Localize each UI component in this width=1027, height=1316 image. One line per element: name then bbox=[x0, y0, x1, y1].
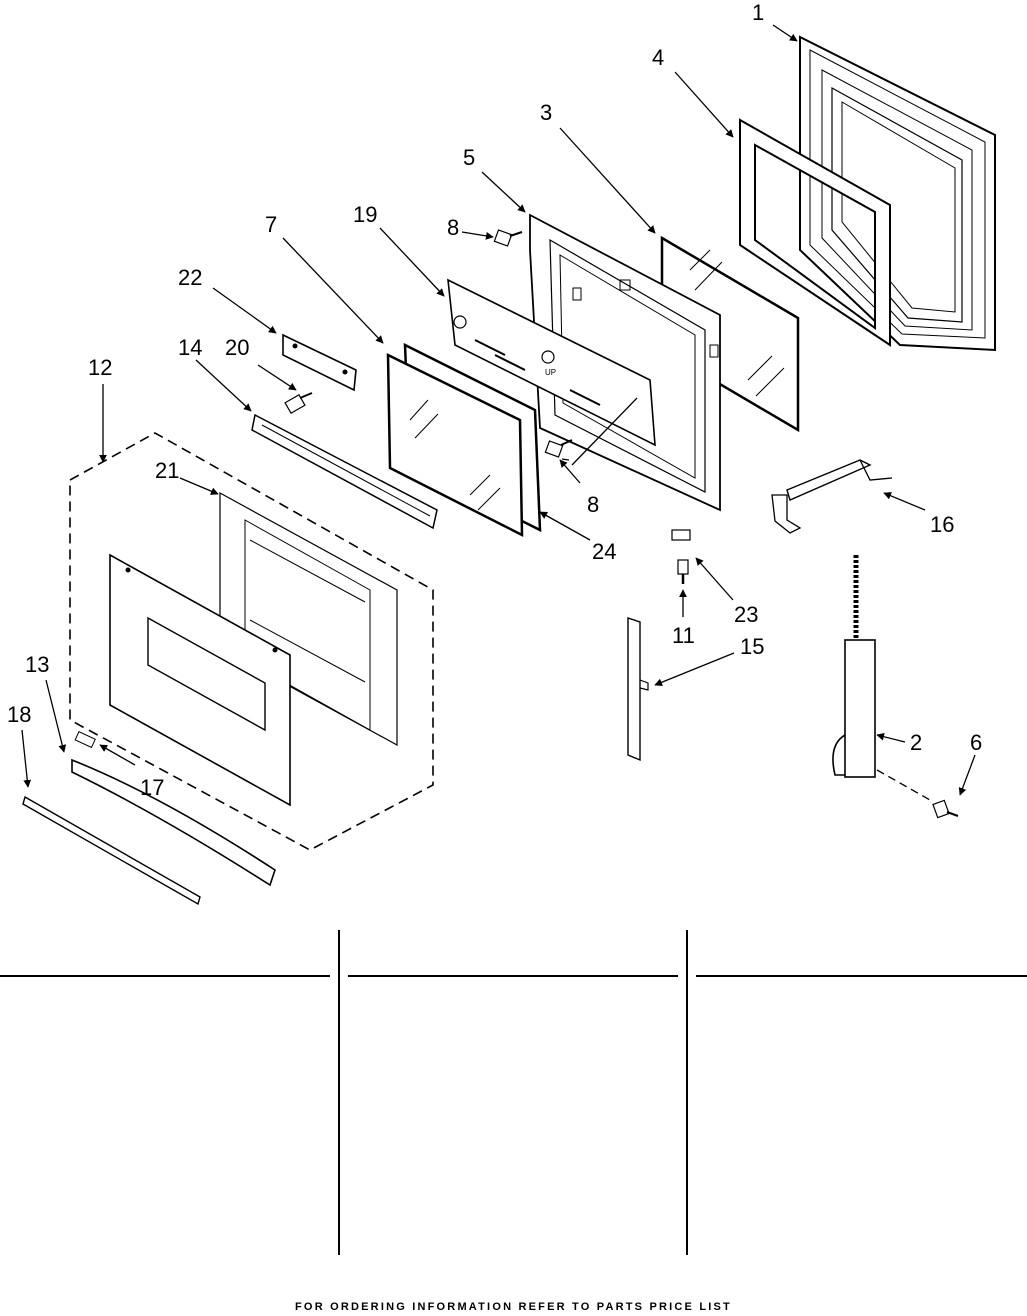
part-17-label bbox=[74, 731, 96, 749]
part-20-screw bbox=[284, 392, 313, 415]
callout-24: 24 bbox=[592, 539, 616, 564]
part-6-screw bbox=[932, 799, 959, 819]
part-13-handle bbox=[71, 758, 276, 887]
callout-3: 3 bbox=[540, 100, 552, 125]
callout-12: 12 bbox=[88, 355, 112, 380]
callout-8-lower: 8 bbox=[587, 492, 599, 517]
part-8-screw-upper bbox=[493, 229, 523, 247]
callout-5: 5 bbox=[463, 145, 475, 170]
outer-door-panel bbox=[109, 553, 291, 807]
up-stamp: UP bbox=[545, 368, 556, 377]
part-22-bracket bbox=[282, 333, 357, 392]
callout-15: 15 bbox=[740, 634, 764, 659]
callout-19: 19 bbox=[353, 202, 377, 227]
callout-11: 11 bbox=[672, 623, 695, 648]
callout-20: 20 bbox=[225, 335, 249, 360]
callout-16: 16 bbox=[930, 512, 954, 537]
callout-6: 6 bbox=[970, 730, 982, 755]
callout-18: 18 bbox=[7, 702, 31, 727]
callout-21: 21 bbox=[155, 458, 179, 483]
callout-22: 22 bbox=[178, 265, 202, 290]
ordering-info-footer: FOR ORDERING INFORMATION REFER TO PARTS … bbox=[295, 1301, 732, 1313]
part-19-heat-shield: UP bbox=[447, 278, 656, 447]
part-7-glass-pack bbox=[386, 342, 542, 538]
callout-14: 14 bbox=[178, 335, 202, 360]
part-23-clip bbox=[671, 529, 691, 541]
callout-7: 7 bbox=[265, 212, 277, 237]
parts-table-grid bbox=[0, 930, 1027, 1255]
part-18-trim-strip bbox=[22, 795, 201, 906]
part-16-bracket bbox=[771, 459, 893, 534]
part-2-hinge bbox=[832, 555, 876, 778]
leader-lines bbox=[21, 24, 976, 801]
callout-17: 17 bbox=[140, 775, 164, 800]
callout-numbers: 1 4 3 5 7 19 8 22 14 20 12 21 8 24 16 23… bbox=[7, 0, 982, 800]
part-11-screw bbox=[677, 559, 689, 584]
callout-8-upper: 8 bbox=[447, 215, 459, 240]
part-4-door-frame bbox=[739, 118, 891, 347]
part-8-screw-lower bbox=[544, 439, 573, 458]
callout-13: 13 bbox=[25, 652, 49, 677]
part-12-door-assembly bbox=[69, 432, 434, 851]
part-21-inner-frame bbox=[219, 491, 398, 747]
part-1-outer-door-panel bbox=[799, 35, 996, 352]
callout-4: 4 bbox=[652, 45, 664, 70]
part-14-channel bbox=[251, 413, 438, 530]
part-15-vertical-bracket bbox=[627, 617, 649, 762]
callout-2: 2 bbox=[910, 730, 922, 755]
callout-23: 23 bbox=[734, 602, 758, 627]
callout-1: 1 bbox=[752, 0, 764, 25]
